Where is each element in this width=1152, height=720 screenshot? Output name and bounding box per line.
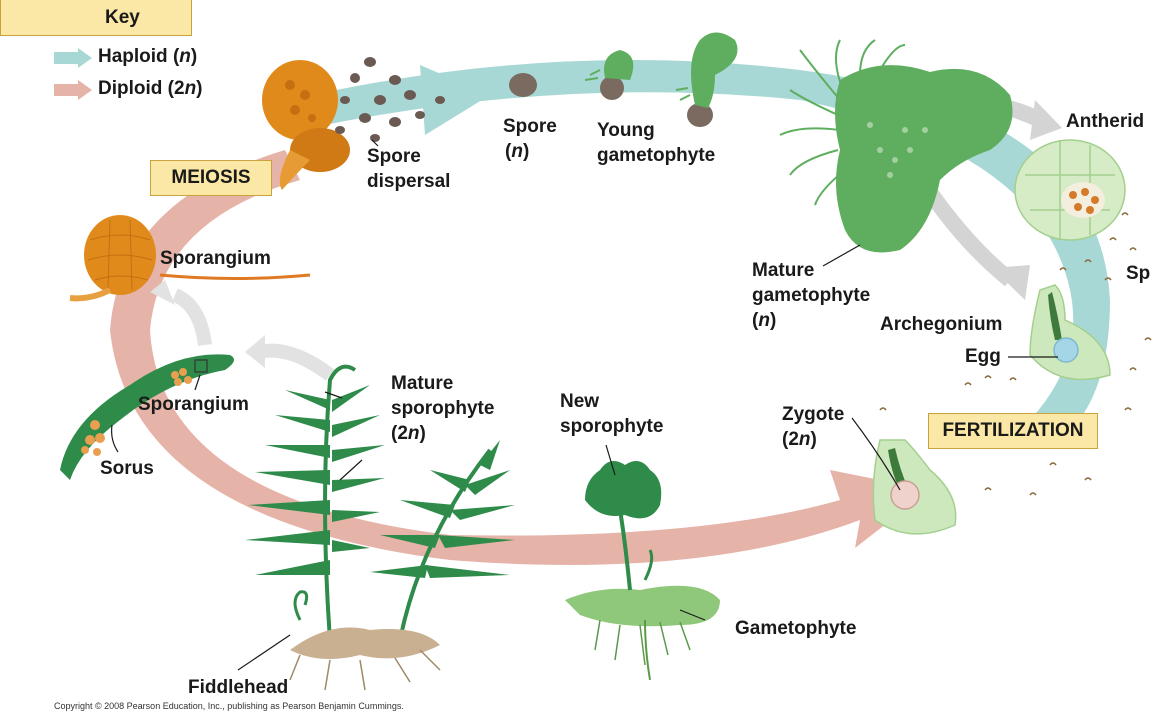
label-zygote-line2: (2n) (782, 429, 817, 450)
key-haploid-label: Haploid (n) (98, 46, 198, 67)
mature-gametophyte-illustration (779, 39, 1013, 253)
arrow-to-sporangium (171, 288, 212, 347)
label-mature-sporophyte-line3: (2n) (391, 423, 426, 444)
sperm-cells (879, 212, 1152, 496)
diploid-cycle-arrow (110, 150, 930, 565)
label-antheridium: Antherid (1066, 111, 1145, 132)
key-box (0, 0, 192, 36)
key-diploid-label: Diploid (2n) (98, 78, 203, 99)
label-sorus: Sorus (100, 458, 154, 479)
label-fiddlehead: Fiddlehead (188, 677, 289, 698)
label-spore-line1: Spore (503, 116, 557, 137)
label-sperm: Sp (1126, 263, 1151, 284)
leader-lines (111, 139, 1058, 671)
label-archegonium: Archegonium (880, 314, 1003, 335)
fertilization-stage-box: FERTILIZATION (928, 413, 1098, 449)
new-sporophyte-illustration (565, 461, 720, 681)
label-spore-dispersal-line1: Spore (367, 146, 421, 167)
mature-sporophyte-illustration (245, 364, 515, 691)
young-gametophyte-small (584, 50, 634, 100)
label-new-sporophyte-line1: New (560, 391, 600, 412)
label-mature-gametophyte-line2: gametophyte (752, 285, 871, 306)
open-sporangium-illustration (262, 60, 350, 190)
label-gametophyte: Gametophyte (735, 618, 857, 639)
label-egg: Egg (965, 346, 1001, 367)
label-spore-dispersal-line2: dispersal (367, 171, 451, 192)
label-sporangium-top: Sporangium (160, 248, 271, 269)
label-zygote-line1: Zygote (782, 404, 845, 425)
label-mature-gametophyte-line3: (n) (752, 310, 777, 331)
sporangium-highlight-line (159, 273, 311, 280)
young-gametophyte-large (675, 32, 738, 127)
diploid-key-arrow-icon (54, 80, 92, 100)
antheridium-illustration (1014, 139, 1126, 241)
label-mature-sporophyte-line2: sporophyte (391, 398, 495, 419)
arrow-to-sorus (258, 343, 335, 381)
haploid-arrowhead (420, 65, 490, 135)
archegonium-illustration (1029, 284, 1111, 381)
closed-sporangium-illustration (69, 215, 156, 302)
spore-illustration (509, 73, 537, 97)
label-young-gametophyte-line1: Young (597, 120, 655, 141)
zygote-illustration (872, 439, 957, 535)
copyright-notice: Copyright © 2008 Pearson Education, Inc.… (54, 701, 404, 711)
label-new-sporophyte-line2: sporophyte (560, 416, 664, 437)
label-mature-sporophyte-line1: Mature (391, 373, 454, 394)
label-spore-line2: (n) (505, 141, 530, 162)
haploid-key-arrow-icon (54, 48, 92, 68)
haploid-cycle-arrow (290, 60, 1110, 440)
leaf-with-sori-illustration (60, 354, 234, 480)
key-title: Key (105, 7, 140, 28)
label-sporangium-leaf: Sporangium (138, 394, 249, 415)
label-young-gametophyte-line2: gametophyte (597, 145, 716, 166)
label-mature-gametophyte-line1: Mature (752, 260, 815, 281)
meiosis-stage-box: MEIOSIS (150, 160, 272, 196)
